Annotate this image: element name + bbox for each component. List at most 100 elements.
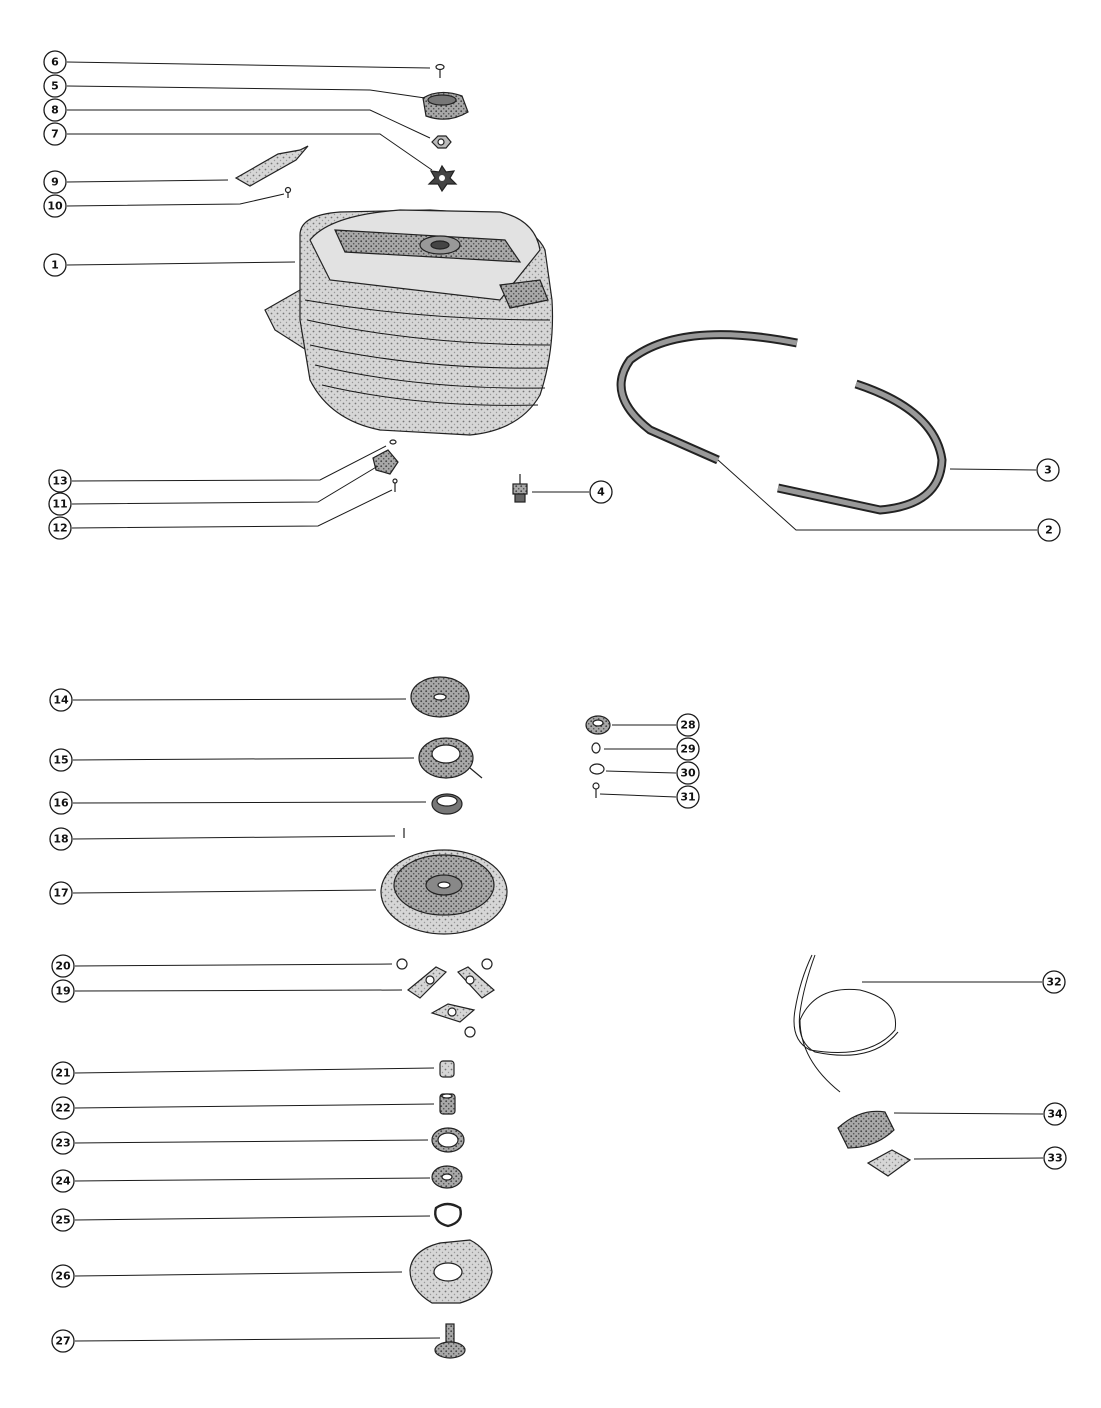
part-1-engine-cowl (264, 209, 554, 436)
callout-10: 10 (43, 194, 67, 218)
part-4-fitting (512, 474, 528, 503)
callout-28: 28 (676, 713, 700, 737)
part-23-washer (431, 1127, 465, 1153)
callout-29: 29 (676, 737, 700, 761)
callout-25: 25 (51, 1208, 75, 1232)
callout-7: 7 (43, 122, 67, 146)
svg-text:15: 15 (53, 754, 68, 767)
callout-13: 13 (48, 469, 72, 493)
part-20-rings (396, 958, 493, 970)
callout-27: 27 (51, 1329, 75, 1353)
callout-22: 22 (51, 1096, 75, 1120)
svg-text:19: 19 (55, 985, 70, 998)
part-25-o-ring (434, 1202, 462, 1228)
part-10-screw (284, 186, 292, 198)
part-11-clip (372, 449, 399, 475)
svg-text:20: 20 (55, 960, 71, 973)
part-19-pawls (406, 966, 495, 1038)
part-33-retainer (866, 1149, 912, 1177)
svg-text:26: 26 (55, 1270, 71, 1283)
svg-text:11: 11 (52, 498, 67, 511)
callout-34: 34 (1043, 1102, 1067, 1126)
callout-11: 11 (48, 492, 72, 516)
callout-12: 12 (48, 516, 72, 540)
part-21-spring (439, 1060, 455, 1078)
callout-32: 32 (1042, 970, 1066, 994)
svg-text:21: 21 (55, 1067, 70, 1080)
part-32-starter-rope (793, 954, 899, 1093)
svg-text:9: 9 (51, 176, 59, 189)
part-6-screw (435, 63, 445, 78)
part-16-bushing (431, 793, 463, 815)
callout-3: 3 (1036, 458, 1060, 482)
part-3-2-seal-strips (616, 330, 947, 515)
svg-text:23: 23 (55, 1137, 70, 1150)
callout-8: 8 (43, 98, 67, 122)
svg-text:6: 6 (51, 56, 59, 69)
callout-20: 20 (51, 954, 75, 978)
svg-text:22: 22 (55, 1102, 70, 1115)
callout-2: 2 (1037, 518, 1061, 542)
svg-text:2: 2 (1045, 524, 1053, 537)
callout-33: 33 (1043, 1146, 1067, 1170)
svg-text:10: 10 (47, 200, 63, 213)
svg-text:27: 27 (55, 1335, 70, 1348)
callout-18: 18 (49, 827, 73, 851)
callout-21: 21 (51, 1061, 75, 1085)
svg-text:1: 1 (51, 259, 59, 272)
callout-17: 17 (49, 881, 73, 905)
callout-23: 23 (51, 1131, 75, 1155)
part-7-star-washer (427, 164, 458, 193)
svg-text:13: 13 (52, 475, 67, 488)
svg-text:3: 3 (1044, 464, 1052, 477)
svg-text:32: 32 (1046, 976, 1061, 989)
part-13-pin (389, 439, 397, 445)
part-30-washer (589, 763, 605, 775)
callout-6: 6 (43, 50, 67, 74)
part-8-nut (431, 135, 452, 149)
part-9-bracket (234, 145, 309, 187)
svg-text:18: 18 (53, 833, 68, 846)
svg-text:4: 4 (597, 486, 605, 499)
svg-text:34: 34 (1047, 1108, 1063, 1121)
part-17-pulley (380, 849, 508, 935)
part-24-washer (431, 1165, 463, 1189)
svg-text:24: 24 (55, 1175, 71, 1188)
svg-text:31: 31 (680, 791, 695, 804)
part-31-screw (592, 782, 600, 798)
svg-text:29: 29 (680, 743, 695, 756)
part-28-bearing (585, 715, 611, 735)
svg-text:30: 30 (680, 767, 696, 780)
leader-lines (66, 61, 1044, 1342)
part-26-plate (409, 1239, 493, 1304)
svg-text:5: 5 (51, 80, 59, 93)
svg-text:8: 8 (51, 104, 59, 117)
callout-16: 16 (49, 791, 73, 815)
callout-5: 5 (43, 74, 67, 98)
part-29-washer (591, 742, 601, 754)
part-5-cap (422, 91, 469, 120)
svg-text:12: 12 (52, 522, 67, 535)
callout-30: 30 (676, 761, 700, 785)
callout-4: 4 (589, 480, 613, 504)
part-14-disc (410, 676, 470, 718)
svg-text:33: 33 (1047, 1152, 1062, 1165)
part-27-shaft (434, 1323, 466, 1359)
part-12-screw (392, 478, 398, 492)
callout-31: 31 (676, 785, 700, 809)
callout-24: 24 (51, 1169, 75, 1193)
callout-19: 19 (51, 979, 75, 1003)
part-34-handle (837, 1110, 895, 1149)
callout-14: 14 (49, 688, 73, 712)
svg-text:7: 7 (51, 128, 59, 141)
svg-text:16: 16 (53, 797, 69, 810)
callout-15: 15 (49, 748, 73, 772)
svg-text:17: 17 (53, 887, 68, 900)
svg-text:25: 25 (55, 1214, 70, 1227)
callout-26: 26 (51, 1264, 75, 1288)
part-15-ring (418, 737, 483, 779)
callout-9: 9 (43, 170, 67, 194)
svg-text:28: 28 (680, 719, 695, 732)
